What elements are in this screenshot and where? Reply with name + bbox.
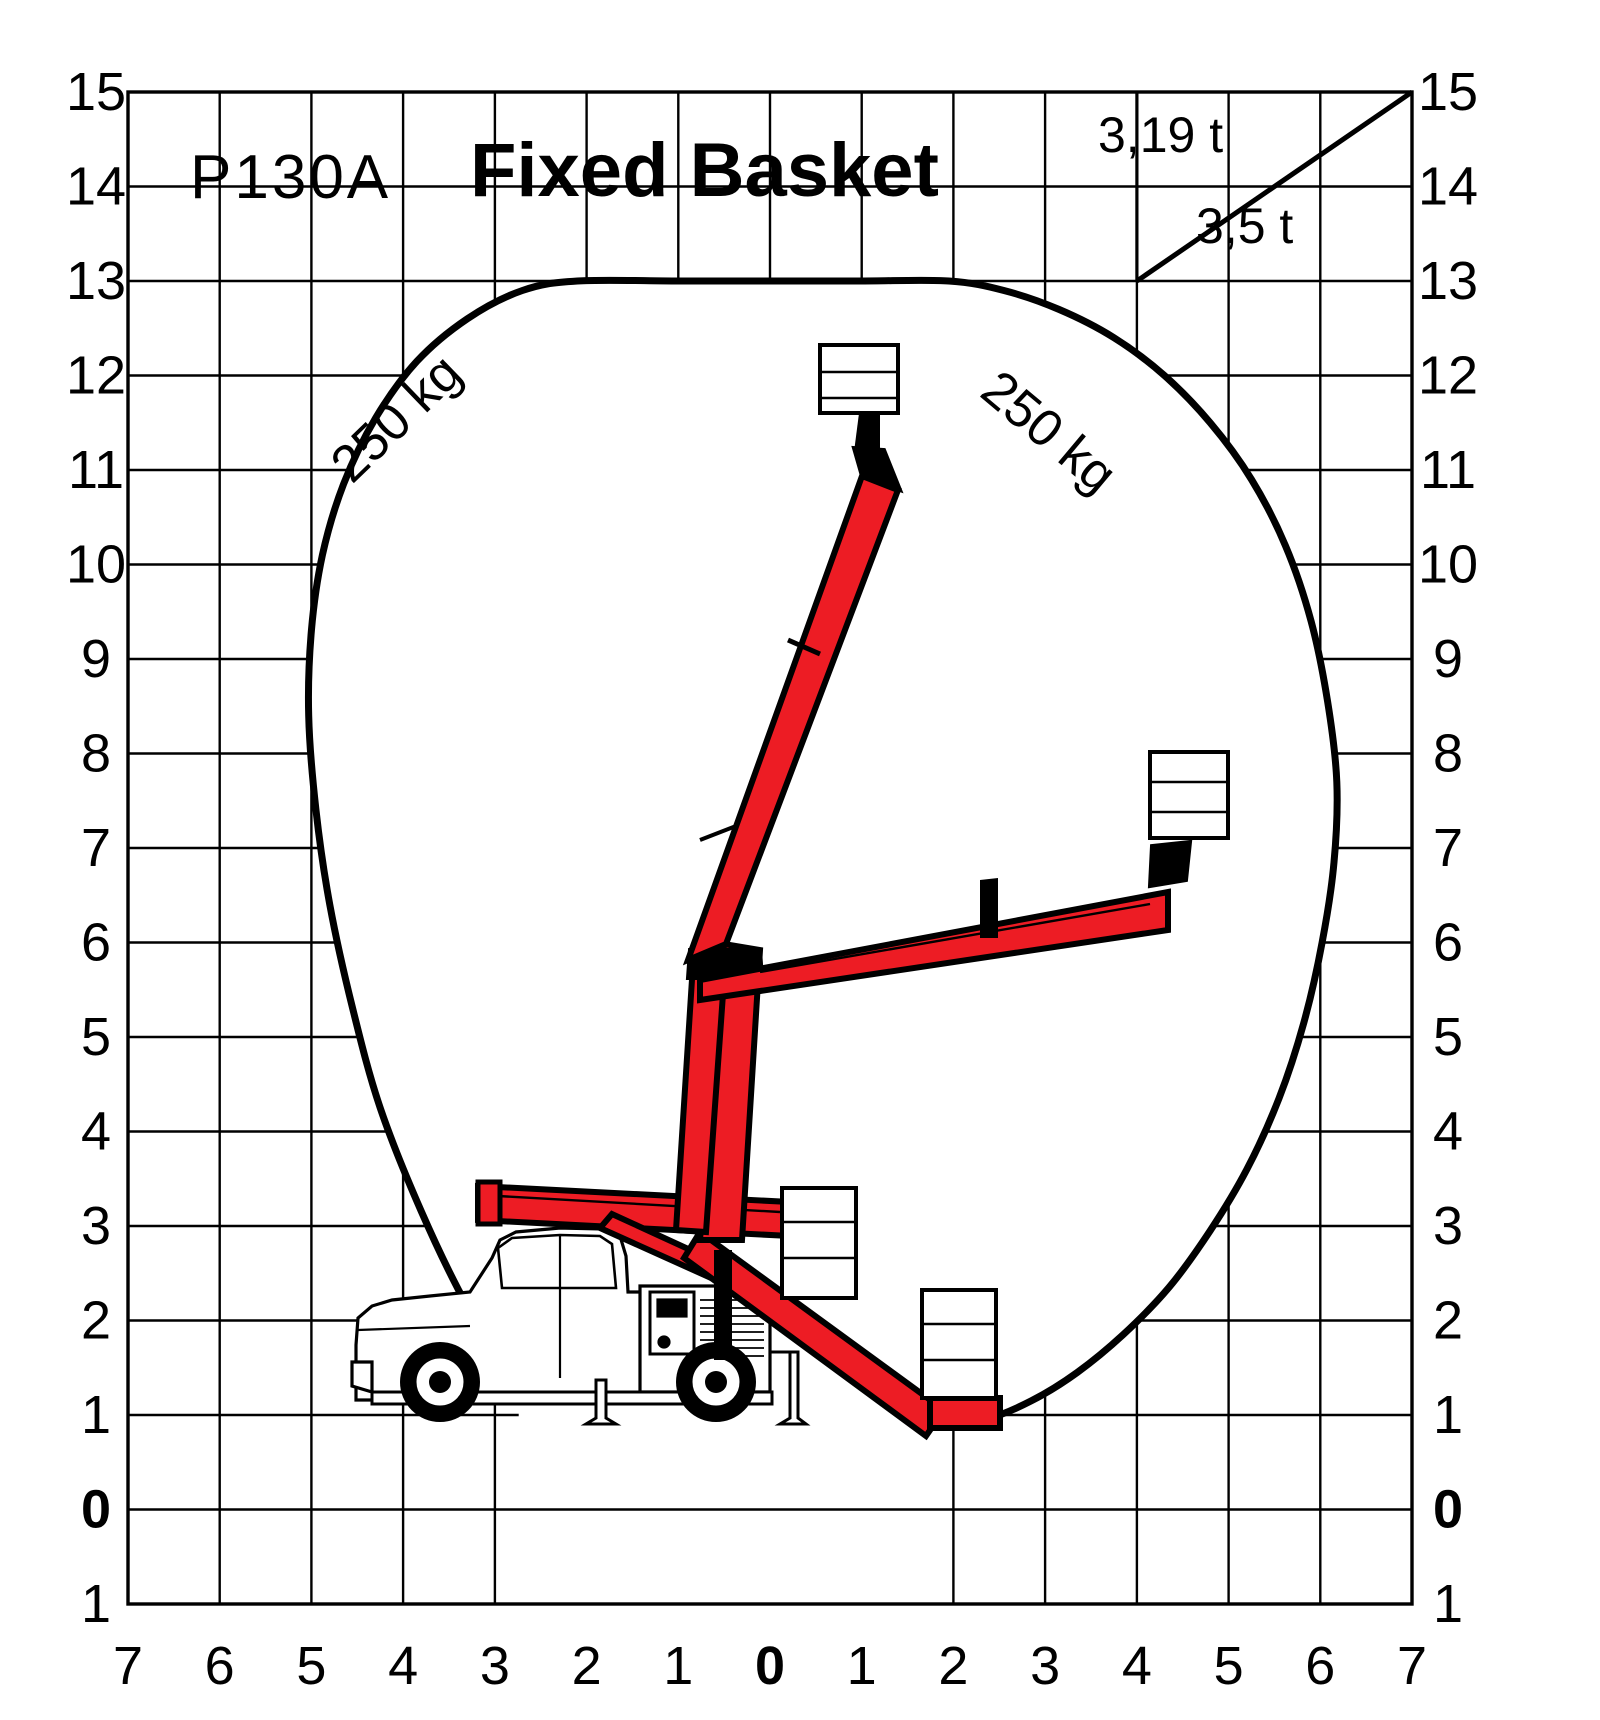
page-title: Fixed Basket (470, 128, 939, 213)
basket-stowed (780, 1186, 858, 1300)
y-tick-label-left: 4 (81, 1102, 111, 1162)
y-tick-label-right: 6 (1433, 913, 1463, 973)
y-tick-label-right: 8 (1433, 724, 1463, 784)
horizontal-boom-joint (980, 878, 998, 938)
weight-class-lower: 3,5 t (1196, 198, 1293, 254)
control-cabinet-panel (656, 1298, 688, 1318)
y-tick-label-left: 5 (81, 1007, 111, 1067)
boom-raised-position (682, 390, 904, 966)
y-tick-label-left: 10 (66, 535, 126, 595)
control-knob (657, 1335, 671, 1349)
boom-tower (672, 940, 765, 1360)
y-tick-label-right: 11 (1420, 440, 1476, 500)
basket-top (818, 343, 900, 415)
y-tick-label-left: 7 (81, 818, 111, 878)
y-tick-label-left: 12 (66, 346, 126, 406)
y-tick-label-right: 7 (1433, 818, 1463, 878)
y-tick-label-right: 3 (1433, 1196, 1463, 1256)
model-label: P130A (190, 143, 391, 212)
truck-window (496, 1233, 618, 1290)
y-tick-label-right: 15 (1418, 62, 1478, 122)
truck-hood-line (357, 1324, 471, 1332)
stowed-boom-tip (475, 1179, 503, 1227)
y-tick-label-right: 1 (1433, 1574, 1463, 1634)
y-tick-label-right: 4 (1433, 1102, 1463, 1162)
weight-class-divider-diagonal (1135, 89, 1414, 284)
y-tick-label-left: 1 (81, 1385, 111, 1445)
outrigger-rear (770, 1350, 811, 1426)
x-tick-label: 4 (388, 1636, 418, 1696)
horizontal-boom-head (1147, 839, 1193, 889)
plot-border (126, 90, 1414, 1606)
y-tick-label-left: 6 (81, 913, 111, 973)
plot-frame (126, 90, 1414, 1606)
y-tick-label-left: 8 (81, 724, 111, 784)
y-tick-label-left: 3 (81, 1196, 111, 1256)
boom-horizontal-position (697, 839, 1193, 1004)
x-tick-label: 2 (938, 1636, 968, 1696)
y-tick-label-right: 5 (1433, 1007, 1463, 1067)
y-tick-label-right: 1 (1433, 1385, 1463, 1445)
y-tick-label-left: 14 (66, 157, 126, 217)
x-tick-label: 7 (113, 1636, 143, 1696)
x-tick-label: 1 (847, 1636, 877, 1696)
x-tick-label: 7 (1397, 1636, 1427, 1696)
y-tick-label-left: 0 (81, 1480, 111, 1540)
machine-illustration (350, 343, 1230, 1441)
boom-ground-position (679, 1227, 1003, 1441)
x-tick-label: 3 (1030, 1636, 1060, 1696)
y-tick-label-right: 10 (1418, 535, 1478, 595)
x-tick-label: 6 (1305, 1636, 1335, 1696)
y-tick-label-left: 1 (81, 1574, 111, 1634)
x-tick-label: 4 (1122, 1636, 1152, 1696)
upper-boom-head (851, 445, 904, 494)
lower-boom-arm (679, 1227, 949, 1441)
x-tick-label: 5 (296, 1636, 326, 1696)
y-tick-label-left: 11 (68, 440, 124, 500)
weight-class-box (1135, 89, 1414, 284)
basket-ground (920, 1288, 998, 1400)
y-tick-label-left: 13 (66, 251, 126, 311)
y-tick-label-right: 13 (1418, 251, 1478, 311)
x-tick-label: 0 (755, 1636, 785, 1696)
lower-boom-jib (927, 1395, 1003, 1431)
y-tick-label-right: 9 (1433, 629, 1463, 689)
truck-wheels (400, 1342, 756, 1422)
baskets (780, 343, 1230, 1400)
y-tick-label-right: 12 (1418, 346, 1478, 406)
truck-bumper (350, 1360, 374, 1395)
outrigger-front (580, 1378, 622, 1426)
weight-class-upper: 3,19 t (1098, 107, 1223, 163)
basket-right (1148, 750, 1230, 840)
x-tick-label: 6 (205, 1636, 235, 1696)
x-tick-label: 3 (480, 1636, 510, 1696)
upper-boom-joint-mark (699, 824, 737, 842)
x-tick-label: 5 (1214, 1636, 1244, 1696)
y-tick-label-left: 15 (66, 62, 126, 122)
y-tick-label-right: 2 (1433, 1291, 1463, 1351)
capacity-envelope-curve (304, 276, 1341, 1430)
tower-base-post (714, 1250, 732, 1360)
x-tick-label: 2 (572, 1636, 602, 1696)
y-tick-label-left: 9 (81, 629, 111, 689)
horizontal-boom-arm (697, 888, 1171, 1004)
y-tick-label-left: 2 (81, 1291, 111, 1351)
x-axis-labels: 7 6 5 4 3 2 1 0 1 2 3 4 5 6 7 (113, 1636, 1427, 1696)
y-tick-label-right: 14 (1418, 157, 1478, 217)
y-tick-label-right: 0 (1433, 1480, 1463, 1540)
x-tick-label: 1 (663, 1636, 693, 1696)
